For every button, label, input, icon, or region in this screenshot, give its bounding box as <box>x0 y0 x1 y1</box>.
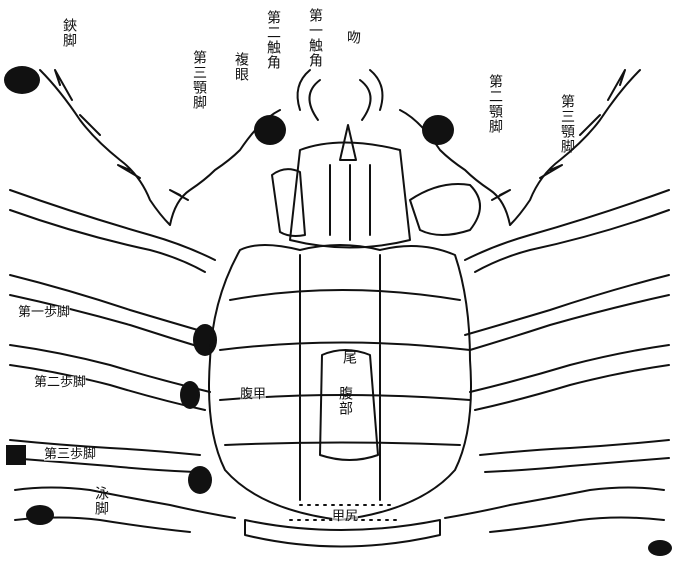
label-third-walking-leg: 第三歩脚 <box>44 448 96 461</box>
swim-leg-right <box>445 488 664 533</box>
carapace-outline <box>40 70 640 225</box>
label-third-maxilliped-left: 第三顎脚 <box>192 50 206 110</box>
label-third-maxilliped-right: 第三顎脚 <box>560 94 574 154</box>
label-second-walking-leg: 第二歩脚 <box>34 376 86 389</box>
label-swimming-leg: 泳脚 <box>94 486 108 516</box>
sternum-plates <box>220 255 470 500</box>
label-second-antenna: 第二触角 <box>266 10 280 70</box>
maxilliped-left <box>272 169 305 236</box>
label-tail: 尾 <box>342 350 356 365</box>
label-first-antenna: 第一触角 <box>308 8 322 68</box>
leg-left-4 <box>10 440 200 472</box>
label-compound-eye: 複眼 <box>234 52 248 82</box>
maxilliped-right <box>410 184 480 235</box>
label-abdomen: 腹部 <box>338 386 352 416</box>
leg-right-4 <box>480 440 669 472</box>
leg-right-1 <box>465 190 669 272</box>
label-chela: 鋏脚 <box>62 18 76 48</box>
leg-right-2 <box>465 275 669 350</box>
leg-left-1 <box>10 190 215 272</box>
leg-right-3 <box>470 345 669 410</box>
antenna-left <box>298 70 320 120</box>
label-abdominal-plate: 腹甲 <box>240 388 266 401</box>
label-first-walking-leg: 第一歩脚 <box>18 306 70 319</box>
carapace-spines-left <box>55 70 188 200</box>
sternum-outline <box>209 245 471 520</box>
label-carapace-edge: 甲尻 <box>332 510 358 523</box>
mouth-inner <box>330 165 370 240</box>
label-second-maxilliped: 第二顎脚 <box>488 74 502 134</box>
antenna-right <box>360 70 382 120</box>
label-mouth: 吻 <box>346 30 360 45</box>
